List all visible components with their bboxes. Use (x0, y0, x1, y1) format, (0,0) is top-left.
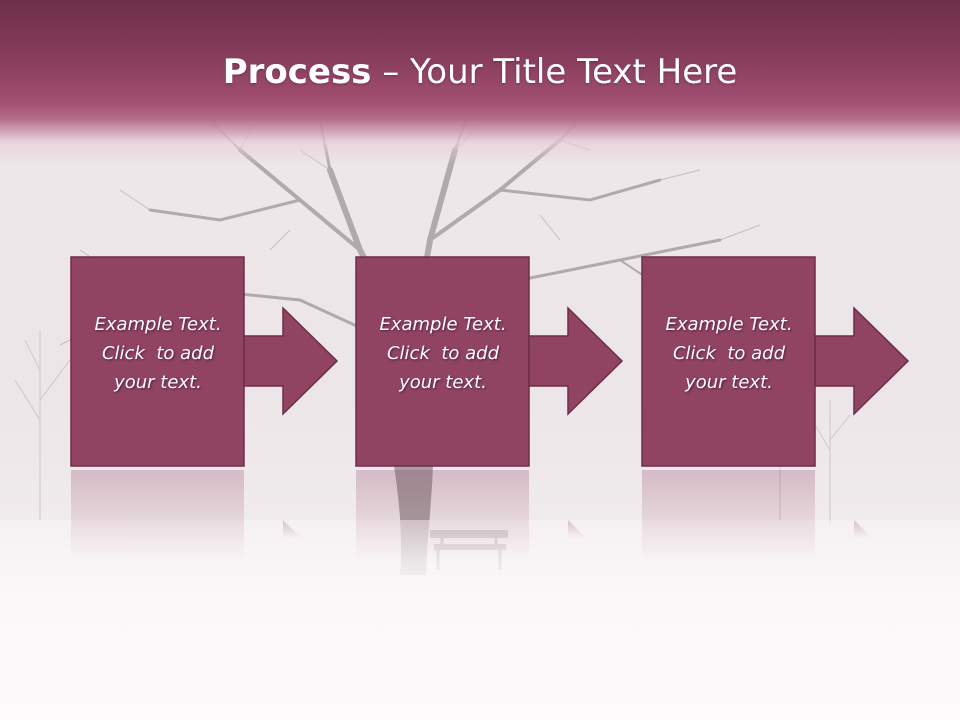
step-reflection-2 (356, 470, 586, 560)
header-band (0, 0, 960, 165)
step-line-3: your text. (399, 372, 487, 393)
step-reflection-1 (71, 470, 301, 560)
step-shape-2 (355, 256, 624, 467)
process-step-3[interactable]: Example Text. Click to add your text. (641, 256, 932, 468)
title-strong: Process (222, 52, 372, 92)
right-arrow-icon (243, 306, 339, 416)
title-rest: – Your Title Text Here (371, 52, 738, 92)
step-line-1: Example Text. (94, 314, 222, 335)
right-arrow-icon (528, 306, 624, 416)
process-step-2[interactable]: Example Text. Click to add your text. (355, 256, 646, 468)
process-step-1[interactable]: Example Text. Click to add your text. (70, 256, 361, 468)
step-line-1: Example Text. (379, 314, 507, 335)
step-text-2[interactable]: Example Text. Click to add your text. (358, 310, 528, 397)
step-line-1: Example Text. (665, 314, 793, 335)
step-shape-1 (70, 256, 339, 467)
step-line-2: Click to add (672, 343, 785, 364)
step-line-2: Click to add (386, 343, 499, 364)
step-shape-3 (641, 256, 910, 467)
step-text-1[interactable]: Example Text. Click to add your text. (73, 310, 243, 397)
step-reflection-3 (642, 470, 872, 560)
step-line-2: Click to add (101, 343, 214, 364)
step-line-3: your text. (114, 372, 202, 393)
step-line-3: your text. (685, 372, 773, 393)
slide-title: Process – Your Title Text Here (0, 52, 960, 92)
right-arrow-icon (814, 306, 910, 416)
step-text-3[interactable]: Example Text. Click to add your text. (644, 310, 814, 397)
